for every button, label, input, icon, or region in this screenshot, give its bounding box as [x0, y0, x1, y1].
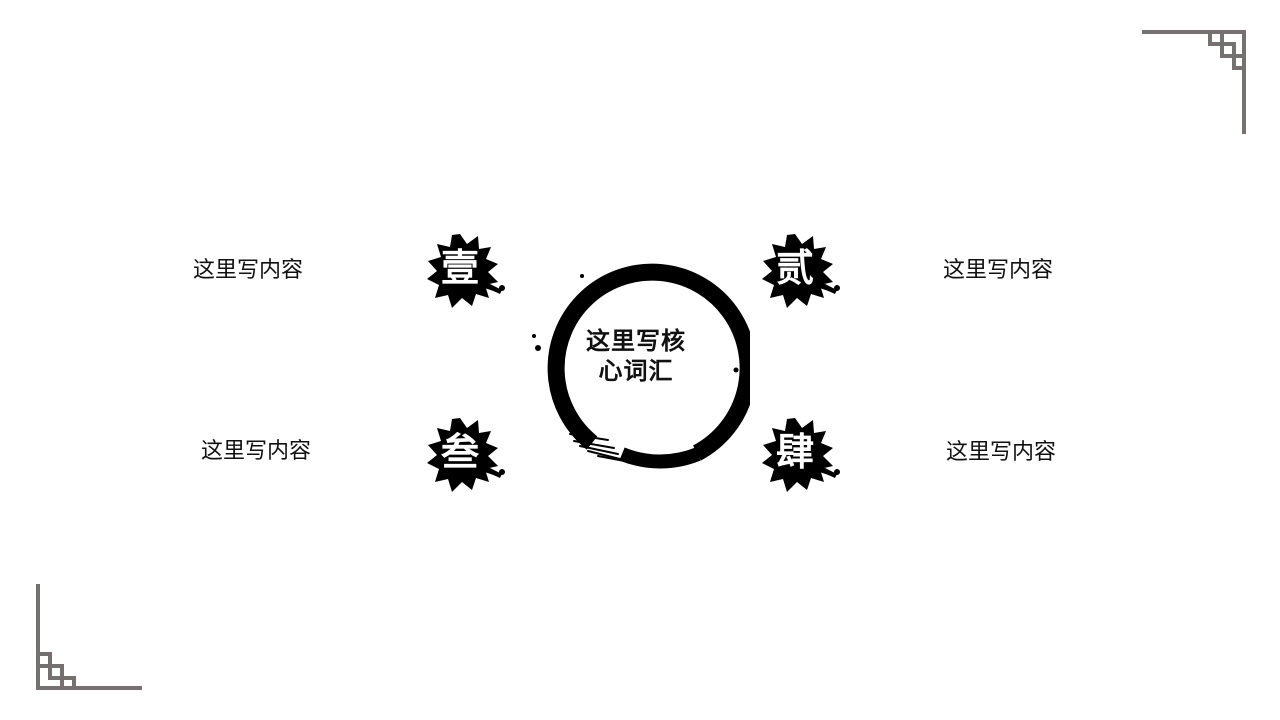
ink-brush-circle-icon — [532, 263, 750, 469]
numeral-badge-3: 叁 — [426, 414, 506, 494]
ink-splash-icon — [427, 234, 505, 308]
item-text-3[interactable]: 这里写内容 — [201, 439, 312, 464]
fretwork-corner-top-right-icon — [1142, 30, 1246, 134]
core-keyword-line-1: 这里写核 — [586, 327, 686, 355]
fretwork-corner-bottom-left-icon — [36, 584, 142, 690]
ink-splash-icon — [427, 418, 505, 492]
numeral-badge-4: 肆 — [761, 414, 841, 494]
item-text-2[interactable]: 这里写内容 — [943, 258, 1054, 283]
numeral-3: 叁 — [440, 430, 479, 474]
numeral-4: 肆 — [775, 430, 814, 474]
numeral-1: 壹 — [440, 246, 479, 290]
core-keyword-line-2: 心词汇 — [598, 357, 674, 385]
ink-splash-icon — [762, 418, 840, 492]
numeral-badge-2: 贰 — [761, 230, 841, 310]
numeral-2: 贰 — [775, 246, 814, 290]
numeral-badge-1: 壹 — [426, 230, 506, 310]
item-text-4[interactable]: 这里写内容 — [946, 440, 1057, 465]
item-text-1[interactable]: 这里写内容 — [193, 258, 304, 283]
core-keyword: 这里写核 心词汇 — [570, 326, 702, 386]
ink-splash-icon — [762, 234, 840, 308]
